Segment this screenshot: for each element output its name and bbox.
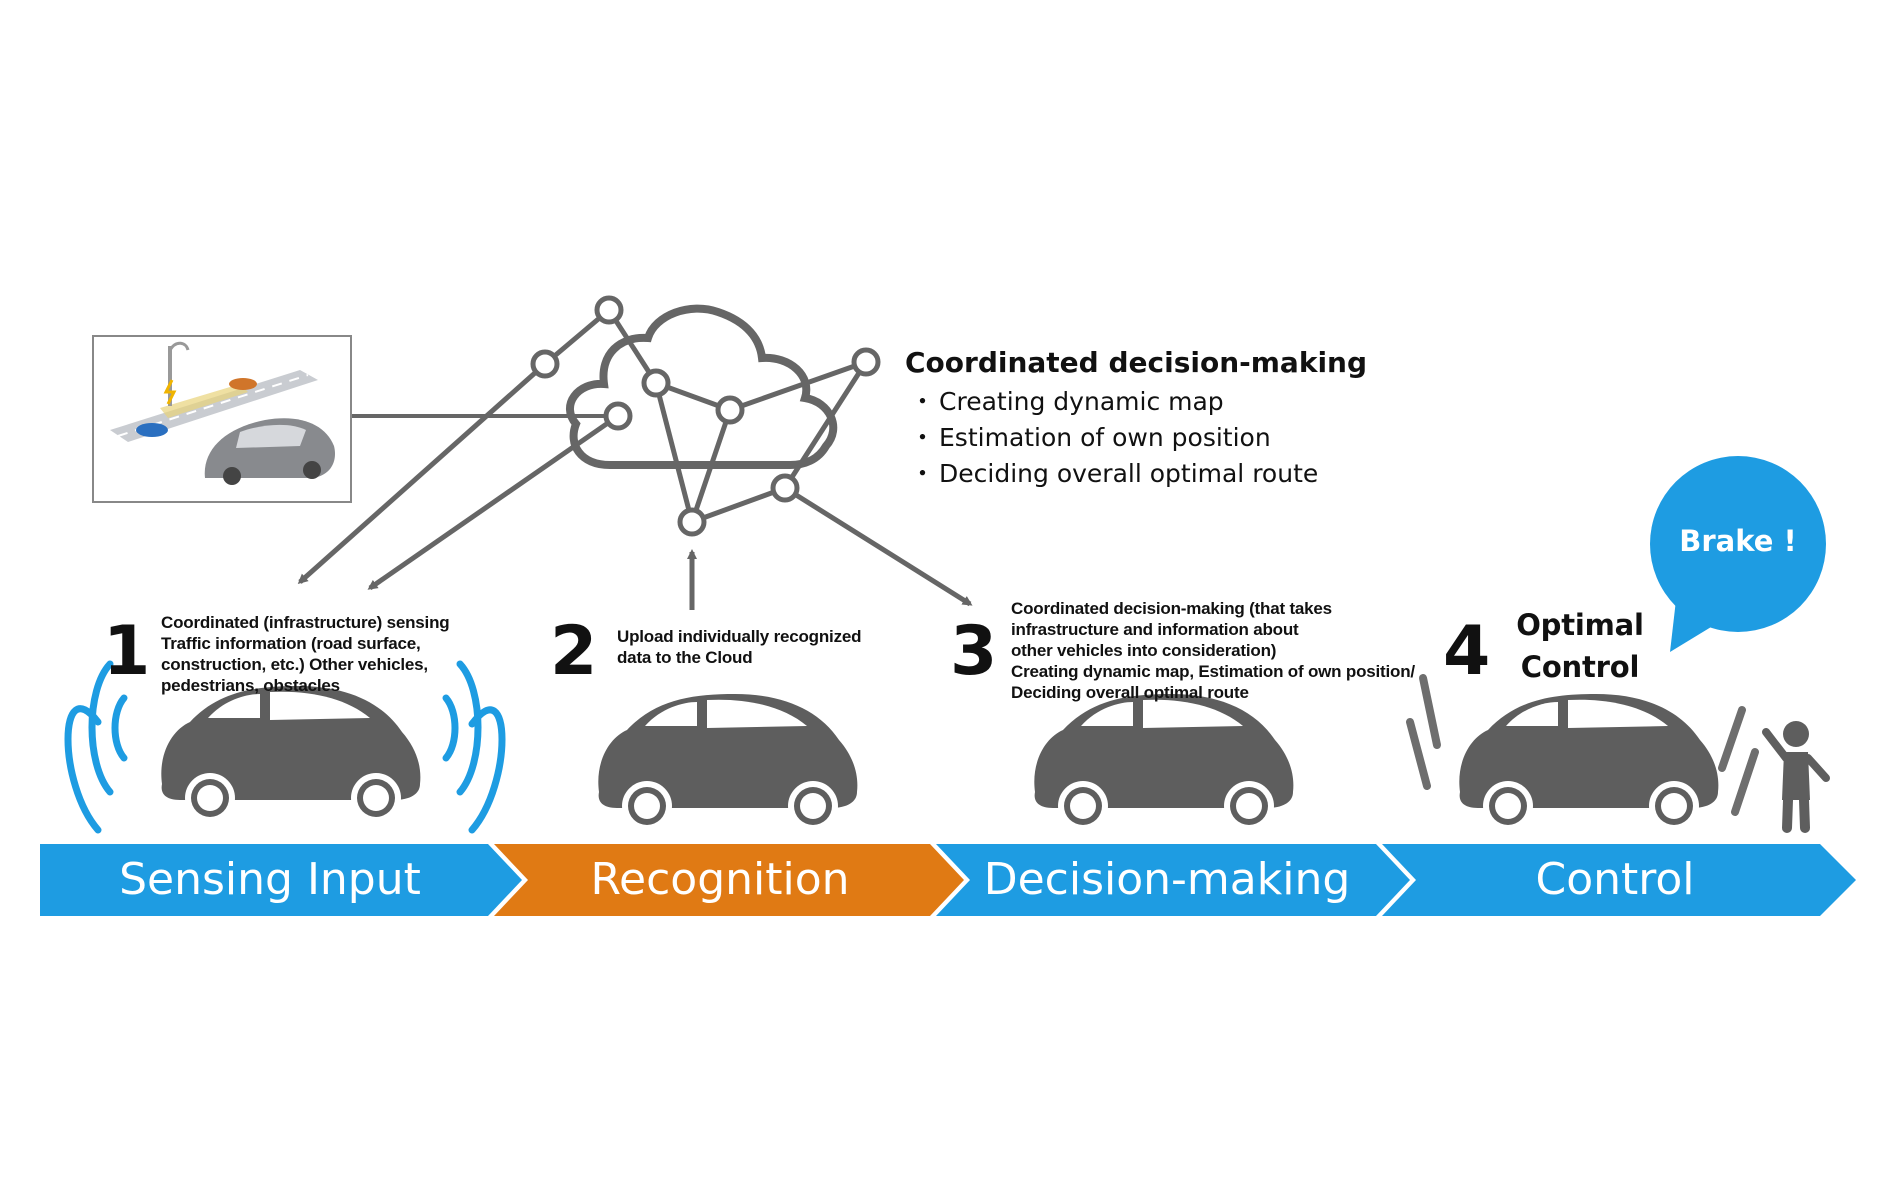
step-number-4: 4 <box>1443 612 1491 691</box>
brake-label: Brake ! <box>1679 524 1797 558</box>
cloud-panel-title: Coordinated decision-making <box>905 346 1368 379</box>
car-icon <box>1034 694 1294 831</box>
stage-label-recognition: Recognition <box>590 854 850 905</box>
bullet-item: Deciding overall optimal route <box>910 456 1318 492</box>
stage-label-sensing: Sensing Input <box>119 854 421 905</box>
road-scene-image <box>92 335 617 503</box>
cloud-panel-bullets: Creating dynamic map Estimation of own p… <box>910 384 1318 492</box>
bullet-item: Creating dynamic map <box>910 384 1318 420</box>
step-number-1: 1 <box>103 612 151 691</box>
step-description-2: Upload individually recognized data to t… <box>617 627 862 667</box>
car-icon <box>1459 694 1719 831</box>
step-description-3: Coordinated decision-making (that takes … <box>1011 599 1415 702</box>
stage-label-decision: Decision-making <box>983 854 1351 905</box>
step-description-1: Coordinated (infrastructure) sensing Tra… <box>161 613 450 695</box>
step-description-4: Optimal Control <box>1516 608 1644 684</box>
cloud-network-icon <box>297 295 973 610</box>
stage-label-control: Control <box>1535 854 1695 905</box>
stage-arrow-bar <box>40 844 1856 916</box>
speech-bubble <box>1650 456 1826 652</box>
stage-arrow-sensing <box>40 844 522 916</box>
car-icon <box>598 694 858 831</box>
step-number-3: 3 <box>950 612 998 691</box>
stage-arrow-recognition <box>494 844 964 916</box>
signal-wave-icon <box>64 660 506 834</box>
stage-arrow-control <box>1382 844 1856 916</box>
step-number-2: 2 <box>550 612 598 691</box>
bullet-item: Estimation of own position <box>910 420 1318 456</box>
car-icon <box>161 686 421 823</box>
pedestrian-icon <box>1762 721 1830 833</box>
motion-lines <box>1406 674 1759 816</box>
stage-arrow-decision <box>936 844 1410 916</box>
